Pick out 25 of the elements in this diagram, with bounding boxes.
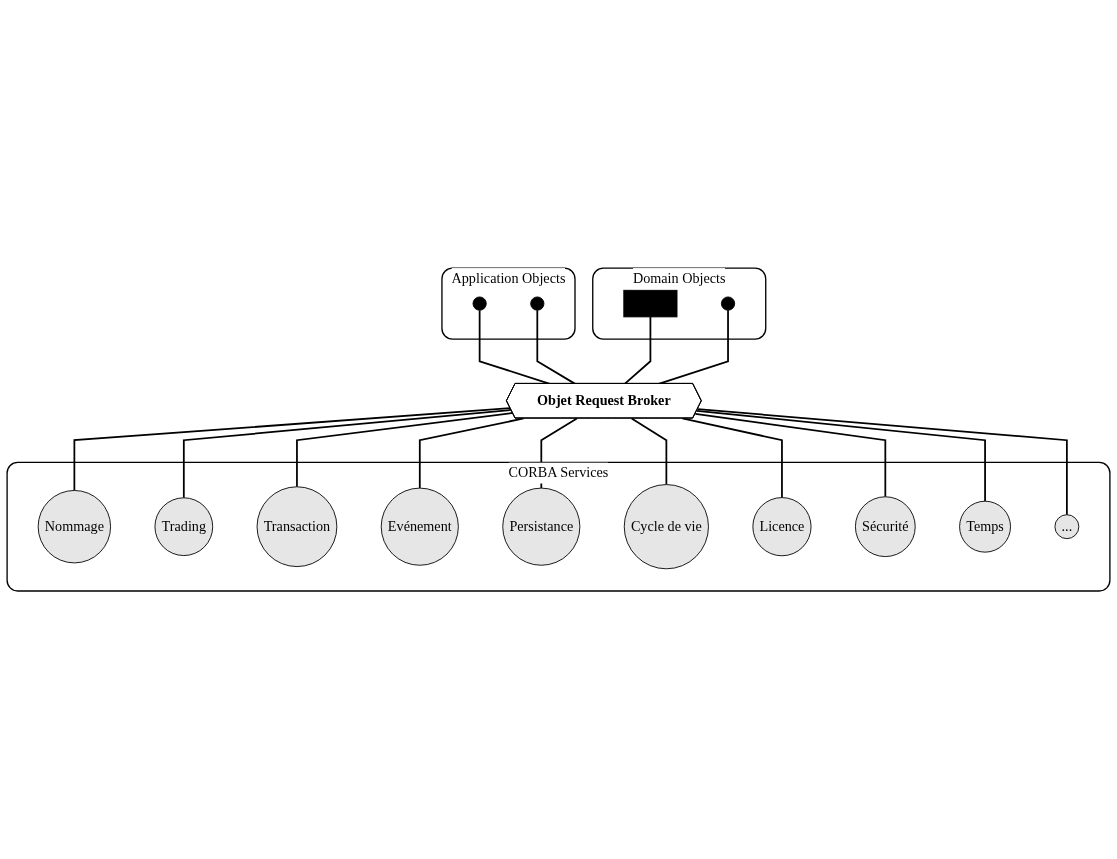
connector	[182, 409, 513, 499]
connector	[73, 407, 512, 492]
connector	[536, 309, 576, 385]
connector	[696, 409, 986, 503]
node-box	[623, 289, 678, 318]
connector	[694, 413, 887, 498]
node-circle: Persistance	[502, 487, 581, 566]
node-circle: ...	[1054, 514, 1080, 540]
node-circle: Evénement	[380, 487, 459, 566]
connector	[623, 315, 652, 385]
node-circle	[530, 296, 545, 311]
node-circle	[472, 296, 487, 311]
node-circle: Transaction	[256, 486, 338, 567]
node-circle: Nommage	[37, 489, 112, 564]
connector	[696, 408, 1068, 516]
node-circle: Temps	[959, 500, 1011, 553]
node-circle: Cycle de vie	[623, 484, 709, 570]
connector	[681, 417, 783, 499]
node-circle: Trading	[154, 497, 214, 556]
connector	[296, 412, 514, 488]
node-circle	[720, 296, 736, 311]
connector	[418, 417, 525, 489]
connector	[630, 417, 668, 486]
node-circle: Sécurité	[854, 496, 916, 557]
node-circle: Licence	[752, 497, 812, 557]
